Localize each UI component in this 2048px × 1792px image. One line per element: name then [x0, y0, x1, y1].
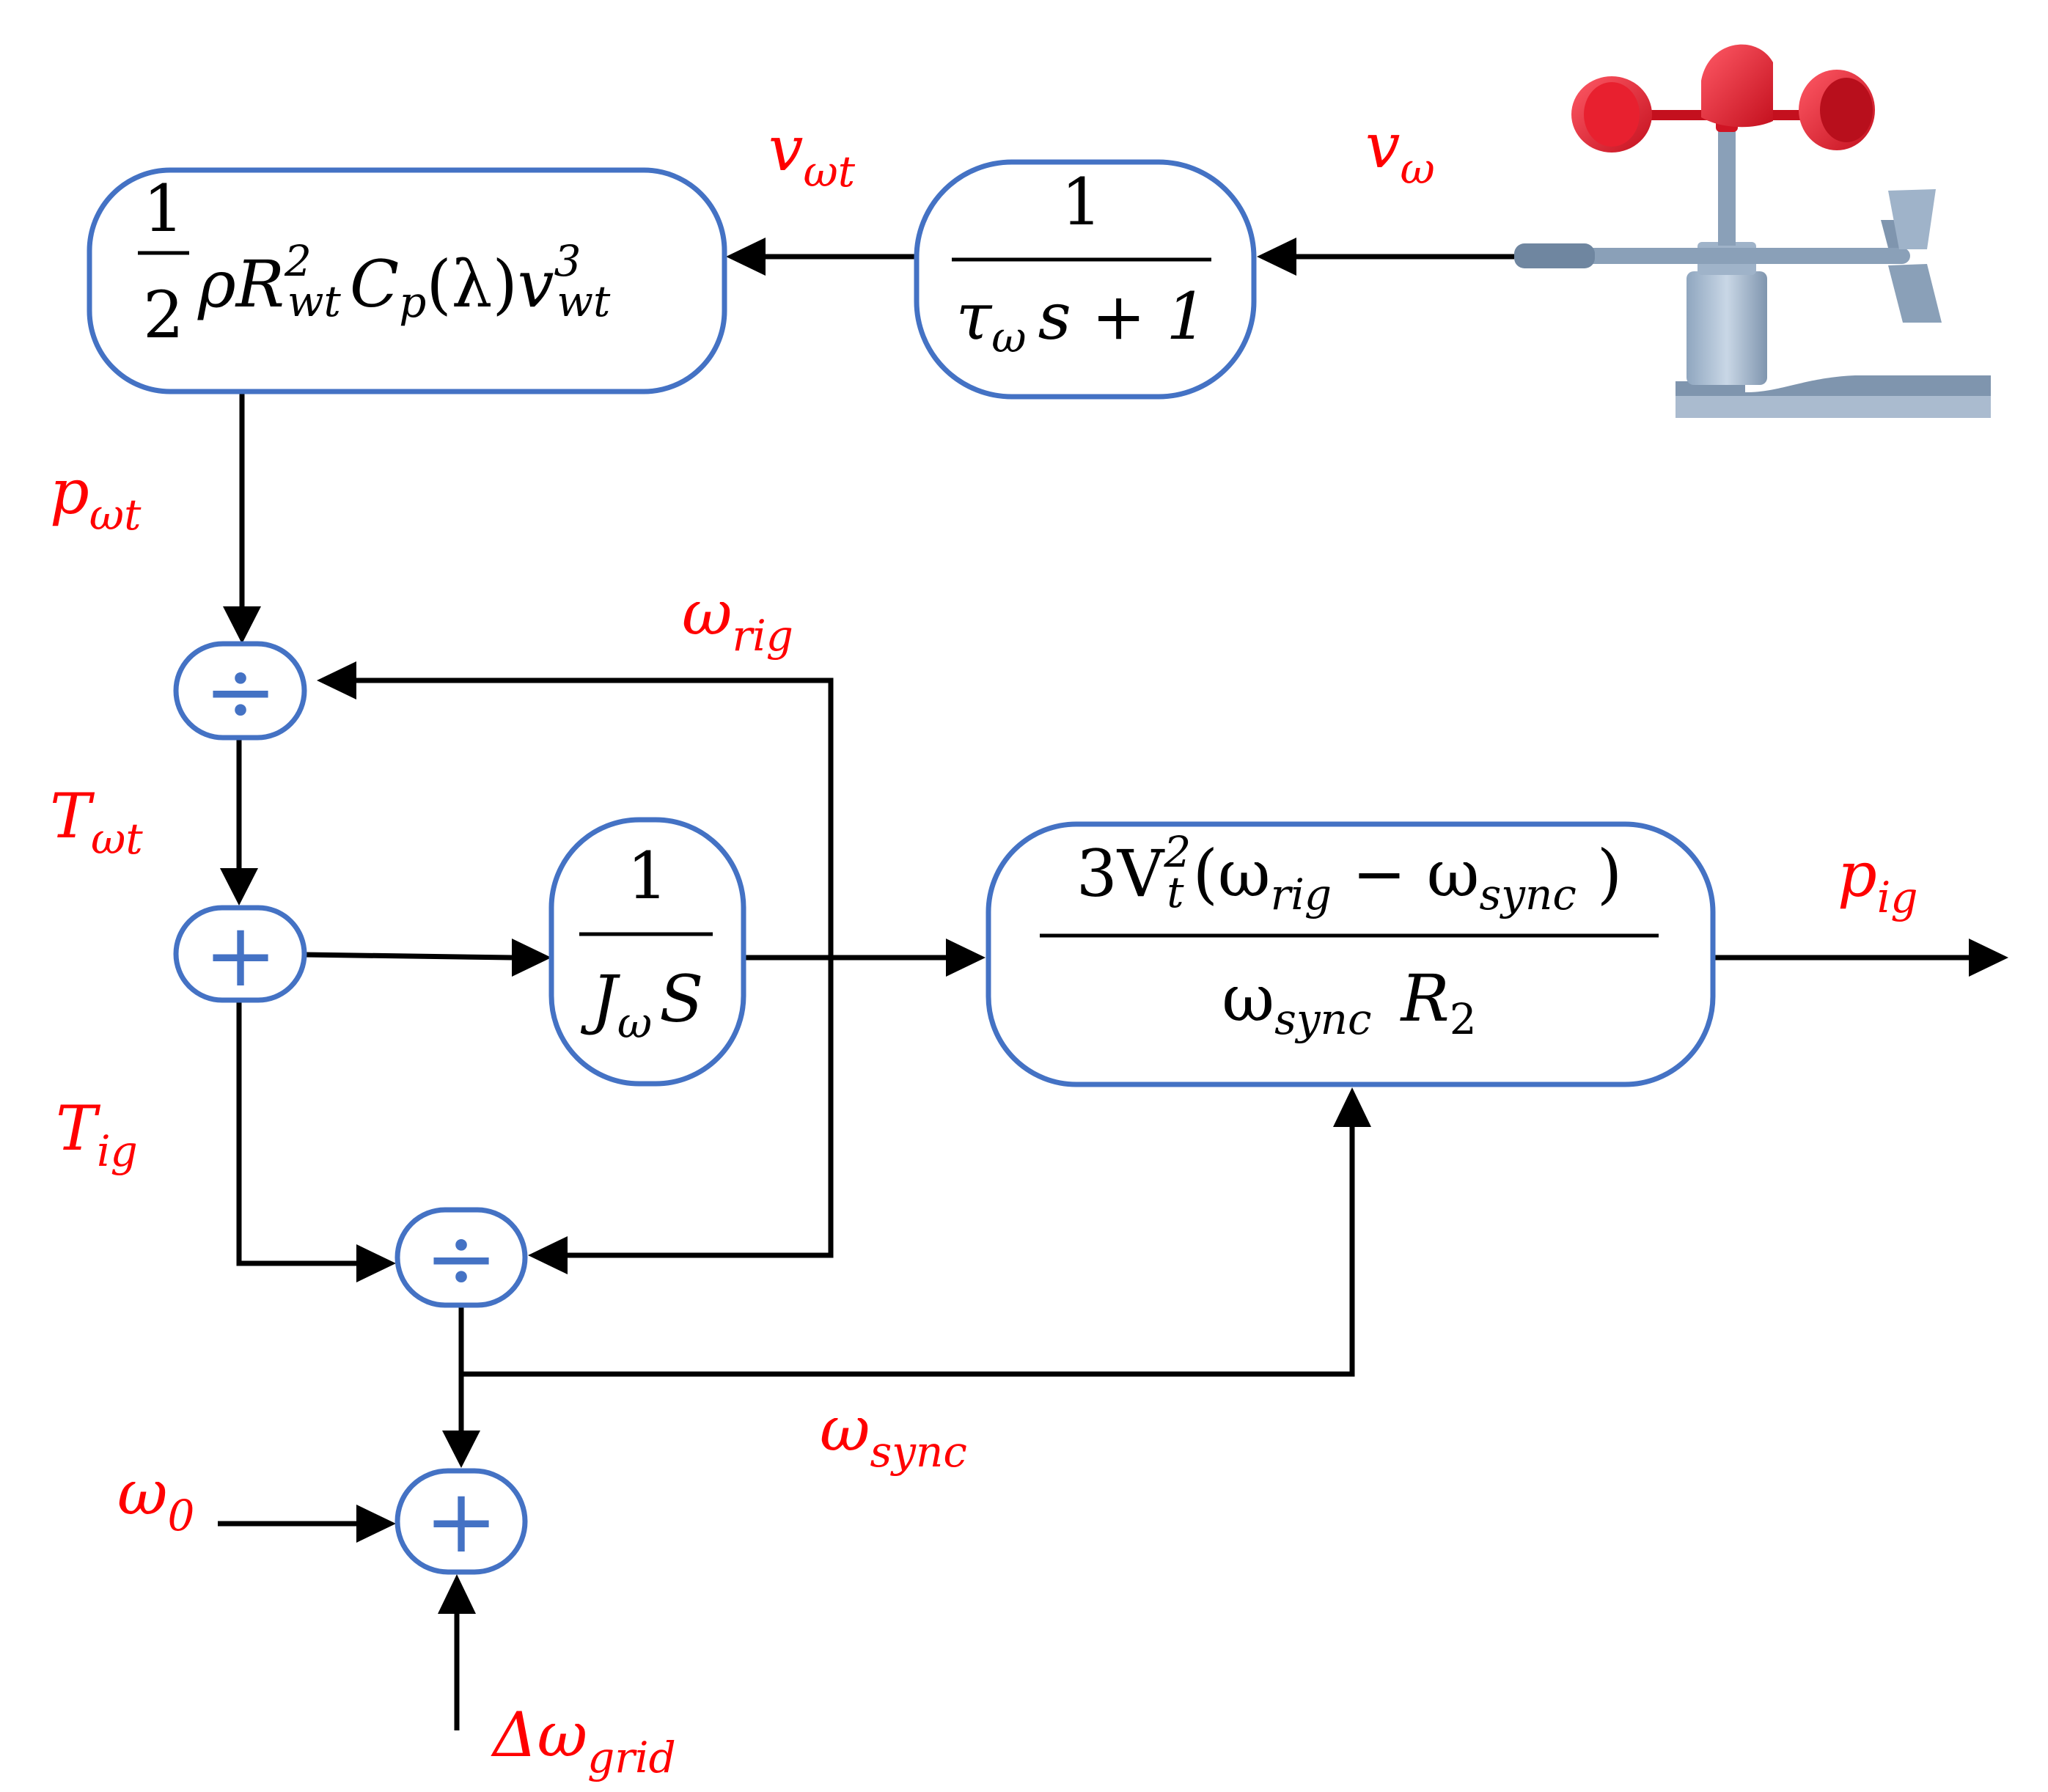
- power-frac-num: 1: [143, 171, 184, 246]
- sum-junction-1: +: [173, 905, 307, 1007]
- wire-tig: [236, 1000, 356, 1266]
- label-p-ig: pig: [1838, 839, 1917, 922]
- wire-wrig-to-div2: [568, 958, 834, 1258]
- divide-icon: ÷: [204, 641, 278, 743]
- power-frac-den: 2: [143, 277, 184, 353]
- label-t-wt: Tωt: [50, 780, 143, 864]
- signal-wires: [218, 238, 2008, 1730]
- anemometer-icon: [1514, 44, 1991, 418]
- label-v-wt: vωt: [768, 113, 856, 197]
- divide-junction-1: ÷: [173, 641, 307, 743]
- label-p-wt: pωt: [50, 456, 142, 540]
- wire-wrig-feedback: [356, 677, 834, 958]
- label-t-ig: Tig: [56, 1093, 138, 1176]
- filter-num: 1: [1061, 164, 1102, 240]
- inertia-num: 1: [627, 838, 668, 914]
- sum-junction-2: +: [394, 1468, 528, 1575]
- label-w-rig: ωrig: [682, 577, 793, 661]
- wire-wsync: [461, 1127, 1355, 1377]
- divide-junction-2: ÷: [394, 1207, 528, 1310]
- plus-icon: +: [425, 1471, 499, 1573]
- wire-sum-to-inertia: [304, 952, 513, 961]
- label-dw-grid: Δωgrid: [491, 1699, 676, 1782]
- label-w-sync: ωsync: [820, 1393, 967, 1477]
- plus-icon: +: [204, 905, 278, 1007]
- label-v-w: vω: [1365, 110, 1435, 194]
- label-w-0: ω0: [117, 1457, 194, 1541]
- divide-icon: ÷: [425, 1208, 499, 1310]
